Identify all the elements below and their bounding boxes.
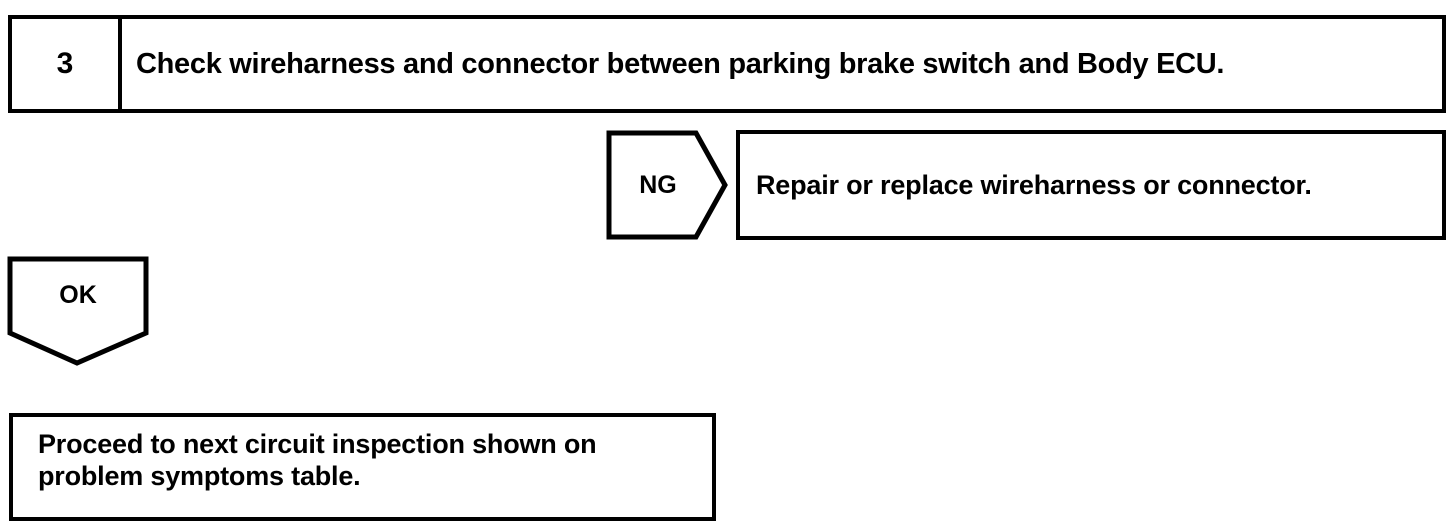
step-number-cell: 3 [12, 19, 122, 109]
step-instruction-cell: Check wireharness and connector between … [122, 19, 1442, 109]
ng-result-box: Repair or replace wireharness or connect… [736, 130, 1446, 240]
step-instruction-label: Check wireharness and connector between … [136, 47, 1225, 80]
ng-branch-pentagon [606, 130, 728, 240]
ng-result-label: Repair or replace wireharness or connect… [756, 169, 1312, 200]
step-header-box: 3 Check wireharness and connector betwee… [8, 15, 1446, 113]
pentagon-down-icon [7, 256, 149, 366]
ok-branch-pentagon [7, 256, 149, 366]
step-number-label: 3 [56, 47, 74, 80]
ok-result-label: Proceed to next circuit inspection shown… [38, 429, 597, 491]
ok-result-box: Proceed to next circuit inspection shown… [9, 413, 716, 521]
pentagon-right-icon [606, 130, 728, 240]
